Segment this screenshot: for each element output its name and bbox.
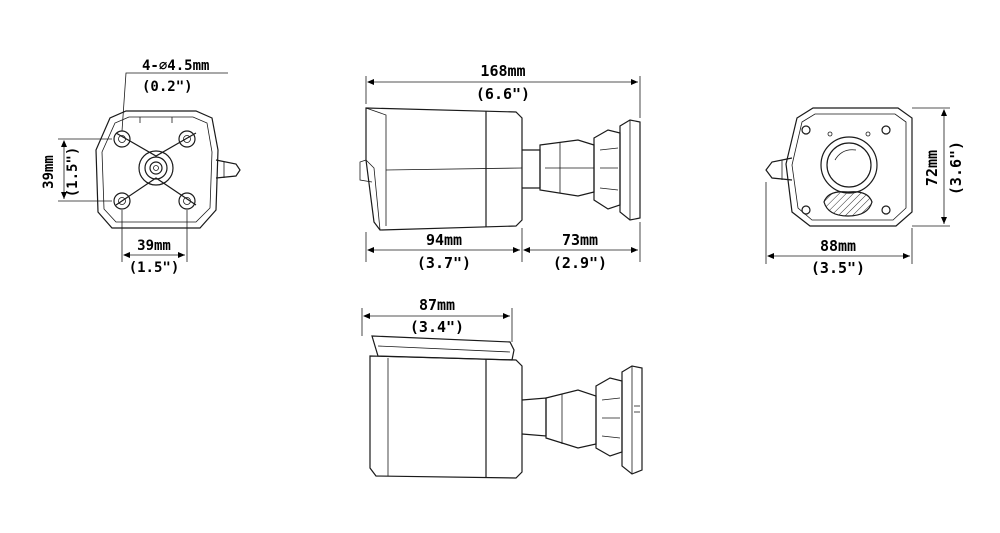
lens-housing-outline — [785, 107, 913, 227]
center-connector — [138, 150, 174, 186]
top-view: 87mm (3.4") — [361, 296, 643, 479]
hole-dim-label: 4-∅4.5mm — [142, 58, 209, 74]
lens-glass — [826, 142, 872, 188]
lens-view: 72mm (3.6") 88mm (3.5") — [765, 107, 965, 277]
side-view: 168mm (6.6") 94mm (3.7") 73mm (2.9") — [359, 62, 641, 272]
front-base-inner — [101, 116, 213, 223]
mount-hole-top-right — [178, 130, 196, 148]
front-height-in: (1.5") — [65, 147, 81, 198]
top-body-outline — [369, 355, 523, 479]
side-neck — [522, 149, 541, 189]
front-width-in: (1.5") — [129, 260, 180, 276]
lens-height-in: (3.6") — [947, 141, 965, 195]
top-joint — [545, 389, 597, 449]
lens-ring — [820, 136, 878, 194]
front-view: 4-∅4.5mm (0.2") 39mm (1.5") 39mm (1.5") — [41, 58, 241, 276]
screw-bottom-left — [801, 205, 811, 215]
mount-hole-bottom-left — [113, 192, 131, 210]
top-nut — [595, 377, 623, 457]
lens-width-mm: 88mm — [820, 237, 856, 255]
screw-top-right — [881, 125, 891, 135]
hole-dim-label-inch: (0.2") — [142, 79, 193, 95]
side-nut — [593, 129, 621, 210]
screw-bottom-right — [881, 205, 891, 215]
top-neck — [521, 397, 547, 437]
screw-top-left — [801, 125, 811, 135]
hole-leader — [121, 72, 228, 132]
front-base-outline — [95, 110, 219, 229]
side-total-in: (6.6") — [476, 85, 530, 103]
top-antenna-mm: 87mm — [419, 296, 455, 314]
ir-window — [823, 191, 873, 217]
lens-height-mm: 72mm — [923, 150, 941, 186]
top-antenna-in: (3.4") — [410, 318, 464, 336]
lens-antenna-stub — [765, 157, 793, 181]
mount-hole-bottom-right — [178, 192, 196, 210]
front-width-mm: 39mm — [137, 238, 171, 254]
side-body-mm: 94mm — [426, 231, 462, 249]
side-mount-mm: 73mm — [562, 231, 598, 249]
side-body-in: (3.7") — [417, 254, 471, 272]
lens-width-in: (3.5") — [811, 259, 865, 277]
side-body-outline — [365, 107, 523, 231]
side-total-mm: 168mm — [480, 62, 525, 80]
top-antenna — [371, 335, 515, 361]
front-height-mm: 39mm — [41, 155, 57, 189]
side-mount-in: (2.9") — [553, 254, 607, 272]
lens-housing-inner — [791, 113, 907, 221]
front-antenna-stub — [215, 159, 241, 179]
